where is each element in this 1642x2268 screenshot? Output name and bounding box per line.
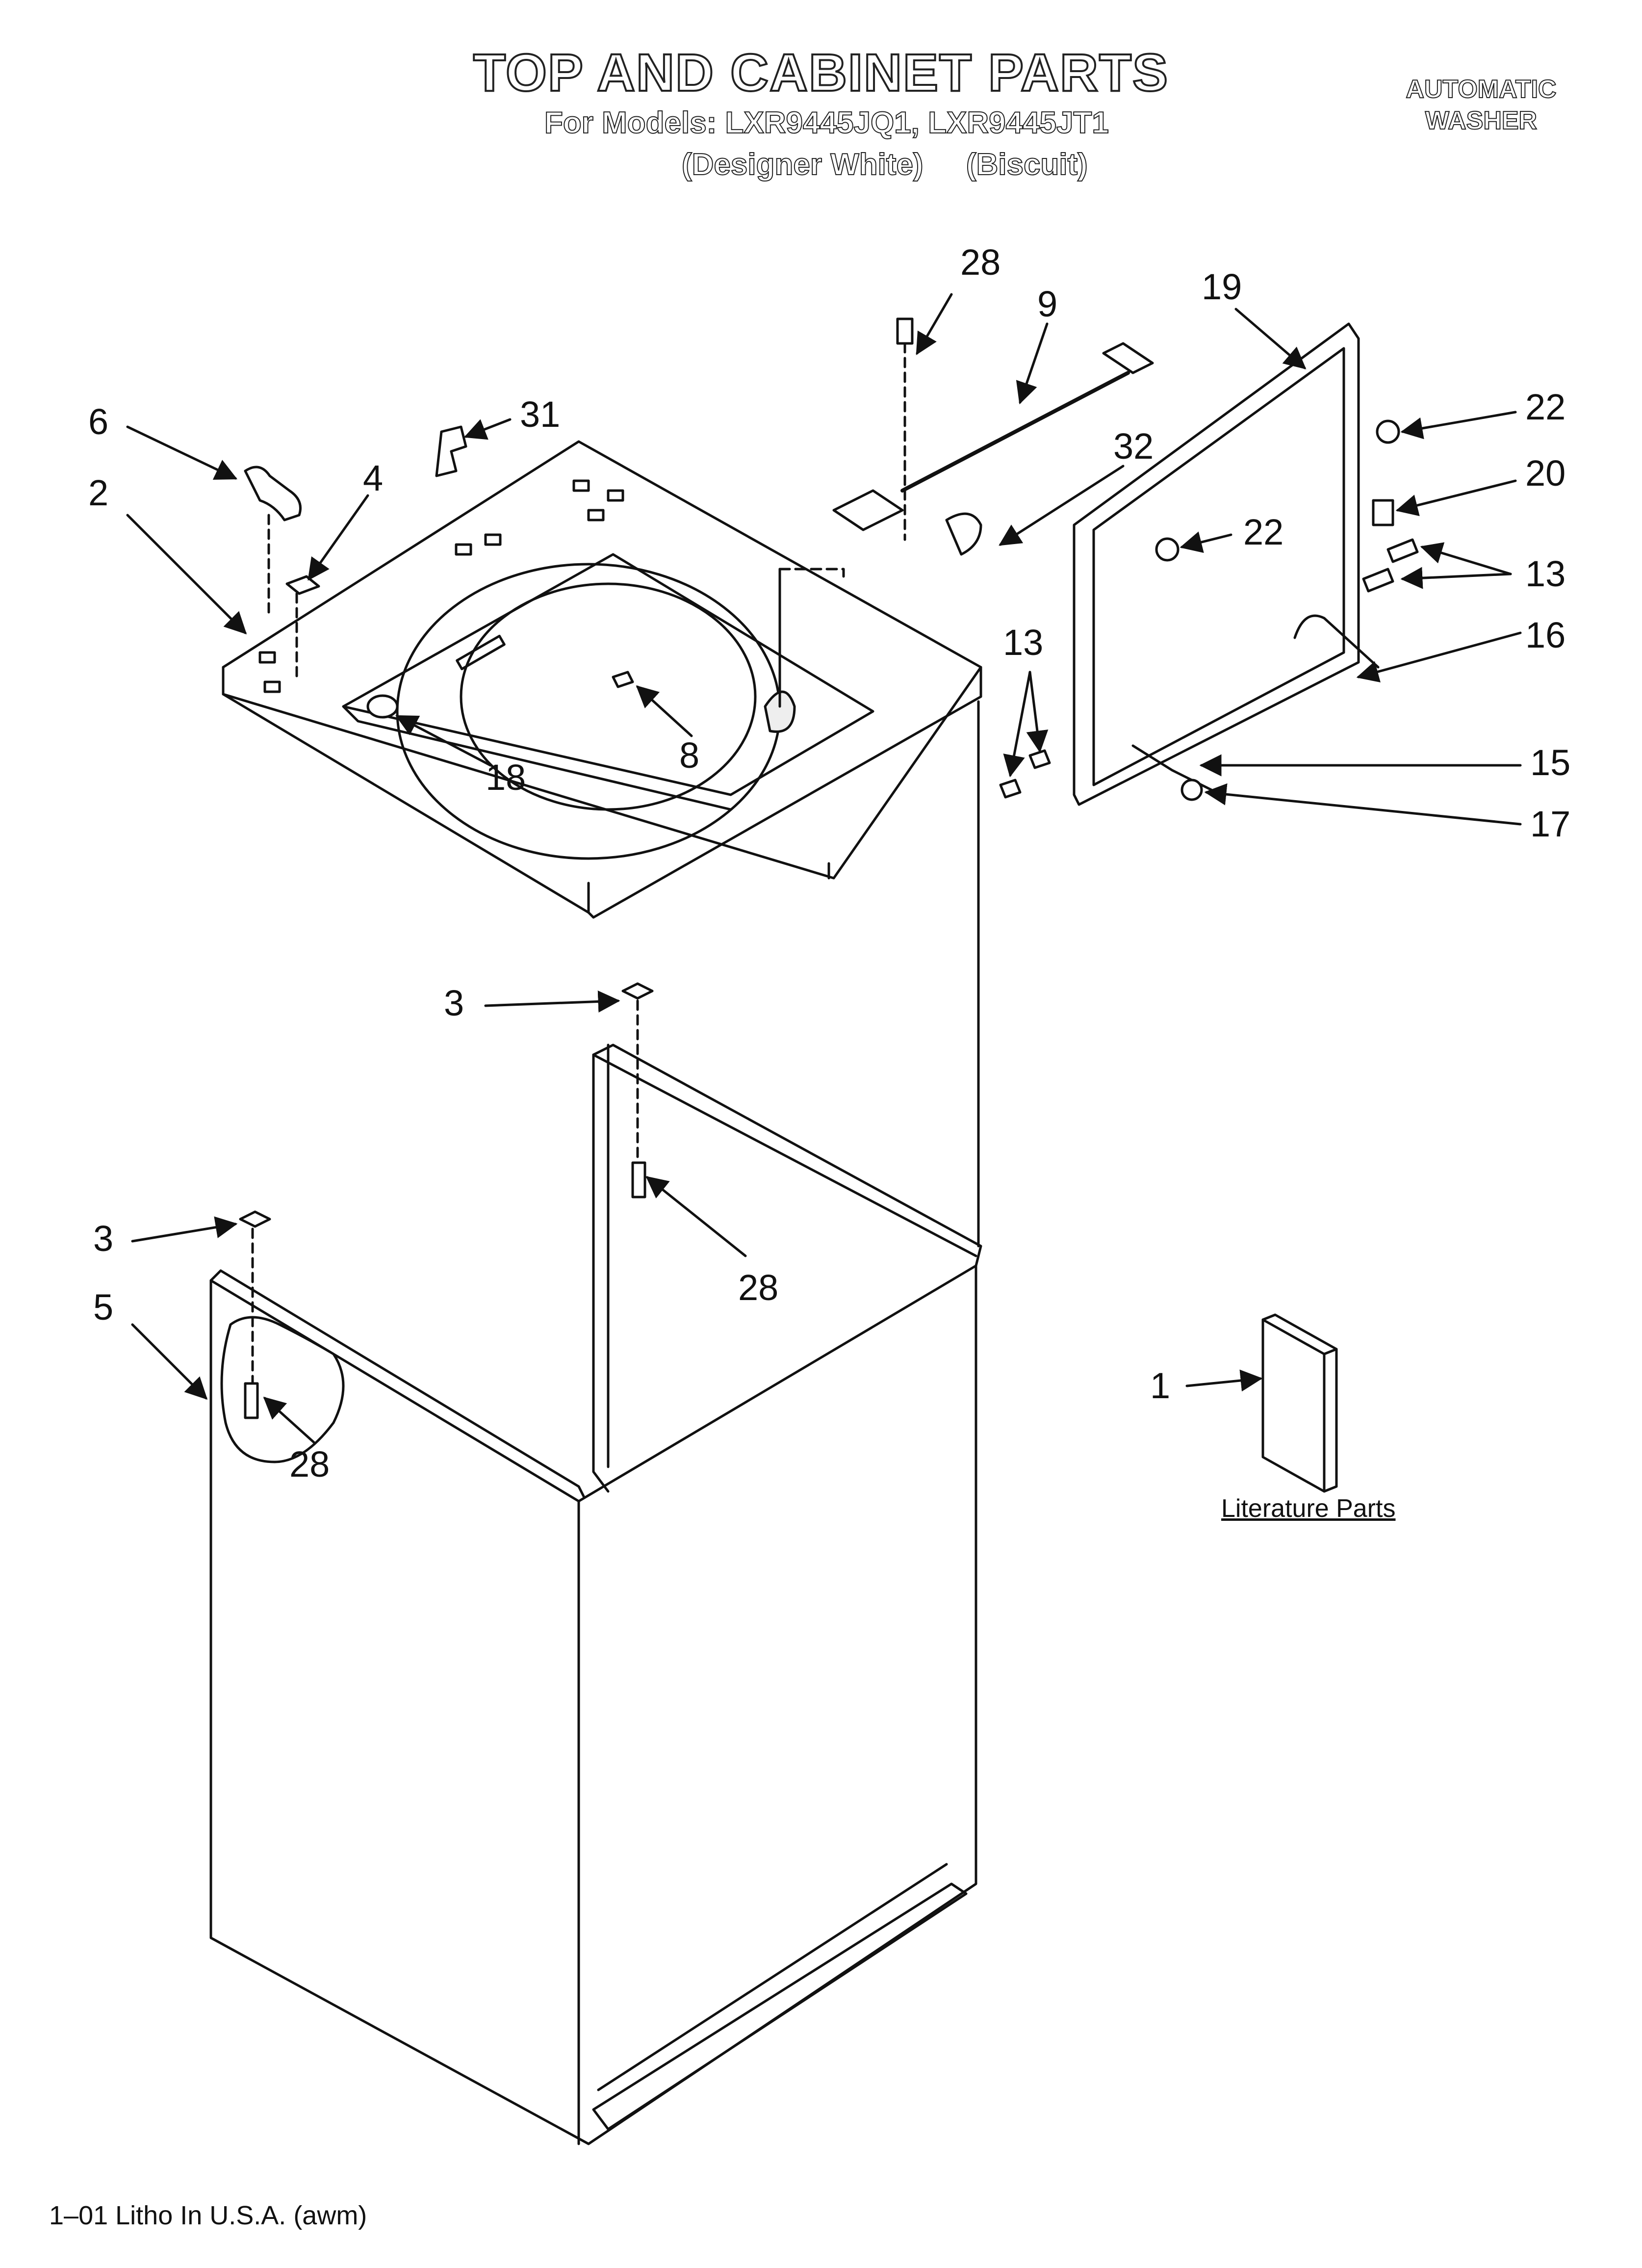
part-32-actuator <box>945 512 982 556</box>
part-18-hinge <box>366 694 399 719</box>
part-9-harness <box>832 342 1154 531</box>
part-3-clip-a <box>621 982 654 1189</box>
appliance-line-1: AUTOMATIC <box>1405 75 1557 104</box>
callout-22-mid: 22 <box>1243 512 1283 552</box>
variant-designer-white: (Designer White) <box>681 147 924 182</box>
callout-15: 15 <box>1530 742 1570 783</box>
part-31-bracket <box>435 425 467 477</box>
color-variants: (Designer White) (Biscuit) <box>681 147 1122 182</box>
callout-28-low: 28 <box>289 1444 330 1485</box>
callout-32: 32 <box>1113 426 1154 467</box>
model-numbers: For Models: LXR9445JQ1, LXR9445JT1 <box>544 105 1109 140</box>
callout-28-mid: 28 <box>738 1267 778 1308</box>
part-20-clip <box>1372 499 1394 526</box>
part-28-screw-low <box>244 1382 259 1419</box>
part-3-clip-b <box>239 1210 271 1390</box>
callout-3-left: 3 <box>93 1218 113 1259</box>
callout-31: 31 <box>520 394 560 435</box>
part-6-clip <box>244 466 302 521</box>
part-22-plug-b <box>1155 537 1180 562</box>
callout-13-left: 13 <box>1003 622 1043 663</box>
part-28-screw-mid <box>631 1161 646 1199</box>
washer-top-panel <box>222 440 982 919</box>
part-13-screws-b <box>999 749 1051 799</box>
callout-numbers: 28 9 19 6 31 2 4 32 22 20 22 13 16 8 18 … <box>88 242 1570 1485</box>
part-22-plug <box>1376 419 1400 444</box>
callout-5: 5 <box>93 1287 113 1328</box>
appliance-line-2: WASHER <box>1425 106 1538 135</box>
callout-4: 4 <box>363 458 383 498</box>
callout-6: 6 <box>88 401 108 442</box>
callout-1: 1 <box>1150 1365 1170 1406</box>
callout-8: 8 <box>679 735 699 776</box>
callout-18: 18 <box>486 757 526 798</box>
part-4-clip <box>285 575 320 678</box>
callout-22-top: 22 <box>1525 387 1565 427</box>
part-19-frame <box>1073 322 1360 806</box>
part-1-literature <box>1261 1313 1338 1493</box>
callout-2: 2 <box>88 472 108 513</box>
callout-17: 17 <box>1530 804 1570 844</box>
callout-20: 20 <box>1525 453 1565 494</box>
callout-leaders <box>126 293 1522 1444</box>
part-17-cap <box>1180 779 1203 801</box>
callout-19: 19 <box>1202 266 1242 307</box>
callout-28-top: 28 <box>960 242 1001 283</box>
part-8-screw <box>612 671 634 688</box>
part-5-cabinet <box>209 1043 982 2145</box>
part-16-rod <box>1293 614 1380 669</box>
callout-16: 16 <box>1525 615 1565 655</box>
page-title: TOP AND CABINET PARTS <box>472 42 1169 103</box>
callout-3-mid: 3 <box>444 983 464 1023</box>
variant-biscuit: (Biscuit) <box>966 147 1088 182</box>
callout-13-right: 13 <box>1525 553 1565 594</box>
callout-9: 9 <box>1037 284 1057 324</box>
part-28-screw-top <box>896 317 914 541</box>
appliance-type: AUTOMATIC WASHER <box>1398 74 1565 136</box>
footer-litho: 1–01 Litho In U.S.A. (awm) <box>49 2201 367 2230</box>
part-13-screws <box>1362 538 1419 593</box>
literature-parts-label: Literature Parts <box>1221 1494 1396 1523</box>
